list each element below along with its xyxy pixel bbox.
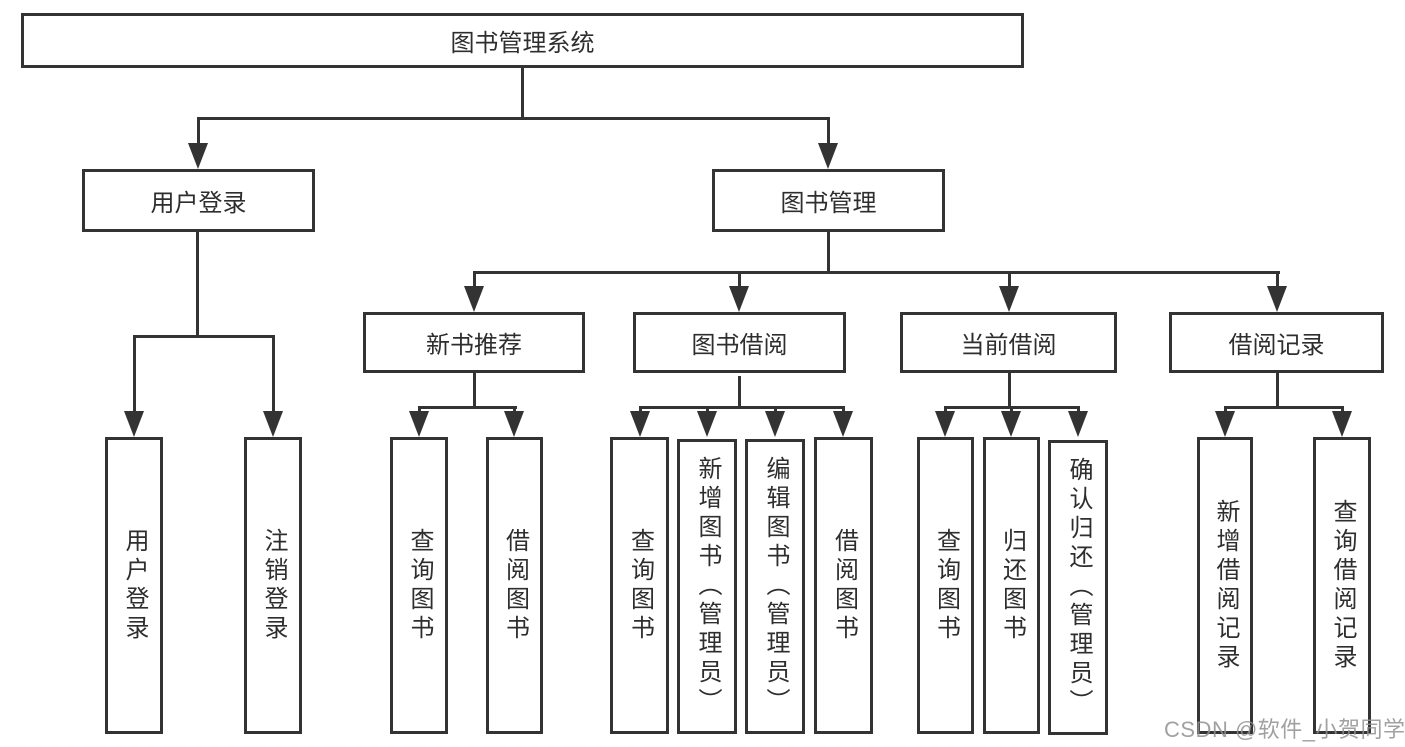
leaf-label: 查询图书 (406, 527, 433, 644)
leaf-label: 注销登录 (260, 527, 287, 644)
leaf-label: 编辑图书（管理员） (762, 456, 789, 717)
connector-line (1008, 373, 1011, 409)
connector-line (473, 271, 476, 291)
connector-line (473, 271, 1280, 274)
node-borrowing-records: 借阅记录 (1169, 312, 1384, 373)
leaf-label: 新增图书（管理员） (694, 456, 721, 717)
node-label: 图书管理系统 (450, 30, 595, 57)
connector-line (1276, 271, 1279, 291)
leaf-label: 确认归还（管理员） (1065, 457, 1092, 718)
leaf-borrow-books-borrowing: 借阅图书 (814, 437, 873, 734)
node-book-borrowing: 图书借阅 (633, 312, 846, 373)
arrow-down-icon (697, 411, 717, 437)
leaf-confirm-return-admin: 确认归还（管理员） (1048, 440, 1108, 735)
connector-line (639, 406, 845, 409)
leaf-label: 归还图书 (998, 527, 1026, 644)
arrow-down-icon (729, 286, 749, 312)
connector-line (1224, 406, 1344, 409)
leaf-label: 查询借阅记录 (1329, 498, 1356, 673)
arrow-down-icon (999, 286, 1019, 312)
node-book-management: 图书管理 (712, 169, 945, 232)
arrow-down-icon (1215, 411, 1235, 437)
arrow-down-icon (1068, 411, 1088, 437)
connector-line (133, 335, 136, 413)
connector-line (272, 335, 275, 413)
leaf-label: 用户登录 (121, 527, 148, 644)
leaf-query-books-current: 查询图书 (917, 437, 974, 734)
connector-line (197, 117, 830, 120)
leaf-label: 查询图书 (932, 527, 960, 644)
arrow-down-icon (630, 411, 650, 437)
leaf-user-login: 用户登录 (105, 437, 163, 734)
connector-line (473, 373, 476, 409)
leaf-logout-login: 注销登录 (244, 437, 302, 734)
leaf-label: 借阅图书 (501, 527, 529, 644)
connector-line (133, 335, 275, 338)
arrow-down-icon (765, 411, 785, 437)
node-library-system: 图书管理系统 (21, 13, 1024, 68)
arrow-down-icon (188, 143, 208, 169)
leaf-query-books-recommend: 查询图书 (390, 437, 448, 734)
leaf-label: 新增借阅记录 (1212, 498, 1239, 673)
node-label: 借阅记录 (1228, 332, 1325, 359)
leaf-query-borrow-record: 查询借阅记录 (1313, 437, 1371, 734)
connector-line (827, 117, 830, 147)
arrow-down-icon (124, 411, 144, 437)
arrow-down-icon (409, 411, 429, 437)
node-label: 图书管理 (780, 190, 877, 217)
connector-line (738, 271, 741, 291)
arrow-down-icon (504, 411, 524, 437)
connector-line (418, 406, 517, 409)
node-label: 新书推荐 (426, 332, 522, 359)
connector-line (196, 232, 199, 338)
leaf-add-borrow-record: 新增借阅记录 (1197, 437, 1253, 734)
leaf-add-book-admin: 新增图书（管理员） (677, 439, 737, 734)
connector-line (1276, 373, 1279, 409)
node-label: 图书借阅 (691, 332, 788, 359)
leaf-edit-book-admin: 编辑图书（管理员） (745, 439, 805, 734)
arrow-down-icon (263, 411, 283, 437)
connector-line (1008, 271, 1011, 291)
node-new-book-recommendation: 新书推荐 (363, 312, 585, 373)
watermark: CSDN @软件_小贺同学 (1164, 717, 1405, 742)
arrow-down-icon (935, 411, 955, 437)
arrow-down-icon (833, 411, 853, 437)
arrow-down-icon (1267, 286, 1287, 312)
arrow-down-icon (1332, 411, 1352, 437)
leaf-return-books: 归还图书 (983, 437, 1040, 734)
arrow-down-icon (818, 143, 838, 169)
node-label: 用户登录 (150, 190, 247, 217)
connector-line (521, 68, 524, 118)
connector-line (197, 117, 200, 147)
arrow-down-icon (464, 286, 484, 312)
leaf-query-books-borrowing: 查询图书 (610, 437, 669, 734)
leaf-label: 查询图书 (626, 527, 654, 644)
arrow-down-icon (1001, 411, 1021, 437)
connector-line (827, 232, 830, 274)
node-user-login: 用户登录 (82, 169, 315, 232)
node-current-borrowing: 当前借阅 (900, 312, 1117, 373)
leaf-label: 借阅图书 (830, 527, 858, 644)
connector-line (738, 376, 741, 409)
node-label: 当前借阅 (960, 332, 1057, 359)
leaf-borrow-books-recommend: 借阅图书 (486, 437, 543, 734)
